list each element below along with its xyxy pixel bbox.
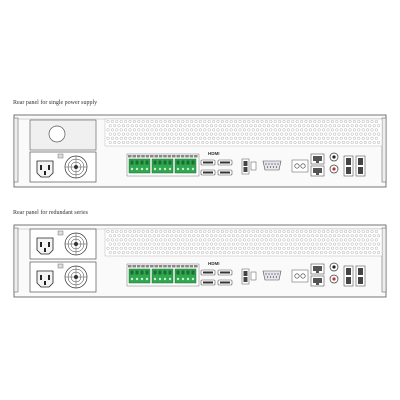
ethernet-ports — [310, 263, 325, 287]
power-supply-area — [29, 119, 97, 183]
power-socket-icon — [36, 160, 54, 178]
usb-port-icon — [243, 277, 248, 282]
usb-port-icon — [346, 167, 351, 174]
power-supply-area — [29, 228, 97, 293]
alarm-terminal-block — [126, 263, 200, 287]
psu-switch — [57, 230, 64, 236]
hdmi-label: HDMI — [208, 261, 220, 266]
hdmi-label: HDMI — [208, 151, 220, 156]
power-supply-module — [29, 151, 97, 183]
fan-icon — [64, 265, 88, 289]
right-rack-ear — [381, 227, 387, 293]
usb-port-icon — [243, 161, 248, 166]
terminal-block-module — [151, 268, 174, 284]
fan-icon — [64, 232, 88, 256]
usb-port-icon — [358, 167, 363, 174]
rca-jacks — [329, 262, 339, 284]
psu-blank-plate — [29, 119, 97, 151]
ventilation-grille — [104, 228, 383, 257]
vga-port-icon — [262, 160, 282, 171]
usb-port-icon — [346, 158, 351, 165]
audio-jacks — [291, 269, 309, 283]
vga-port-icon — [262, 270, 282, 281]
left-rack-ear — [13, 117, 19, 183]
ethernet-ports — [310, 153, 325, 177]
psu-knockout-hole — [48, 125, 66, 143]
terminal-block-module — [128, 268, 151, 284]
serial-port — [250, 271, 257, 281]
terminal-block-module — [174, 158, 197, 174]
power-supply-module — [29, 261, 97, 293]
usb-port-pair — [241, 268, 257, 285]
fan-icon — [64, 155, 88, 179]
power-supply-module — [29, 228, 97, 260]
usb-port-pair — [241, 158, 257, 175]
usb-port-icon — [358, 268, 363, 275]
usb-stack-right — [343, 265, 366, 287]
usb-port-icon — [243, 271, 248, 276]
right-rack-ear — [381, 117, 387, 183]
hdmi-section: HDMI — [200, 261, 233, 286]
usb-port-icon — [346, 268, 351, 275]
terminal-block-module — [174, 268, 197, 284]
psu-switch — [57, 263, 64, 269]
usb-stack-right — [343, 155, 366, 177]
audio-jacks — [291, 159, 309, 173]
single-power-rear-panel: HDMI — [13, 114, 387, 188]
alarm-terminal-block — [126, 153, 200, 177]
terminal-block-module — [128, 158, 151, 174]
single-panel-caption: Rear panel for single power supply — [13, 100, 98, 106]
ventilation-grille — [104, 118, 383, 147]
serial-port — [250, 161, 257, 171]
terminal-block-module — [151, 158, 174, 174]
psu-switch — [57, 153, 64, 159]
usb-port-icon — [346, 277, 351, 284]
power-socket-icon — [36, 237, 54, 255]
redundant-panel-caption: Rear panel for redundant series — [13, 210, 88, 216]
hdmi-section: HDMI — [200, 151, 233, 176]
rca-jacks — [329, 152, 339, 174]
usb-port-icon — [243, 167, 248, 172]
power-socket-icon — [36, 270, 54, 288]
usb-port-icon — [358, 158, 363, 165]
usb-port-icon — [358, 277, 363, 284]
left-rack-ear — [13, 227, 19, 293]
redundant-power-rear-panel: HDMI — [13, 224, 387, 298]
